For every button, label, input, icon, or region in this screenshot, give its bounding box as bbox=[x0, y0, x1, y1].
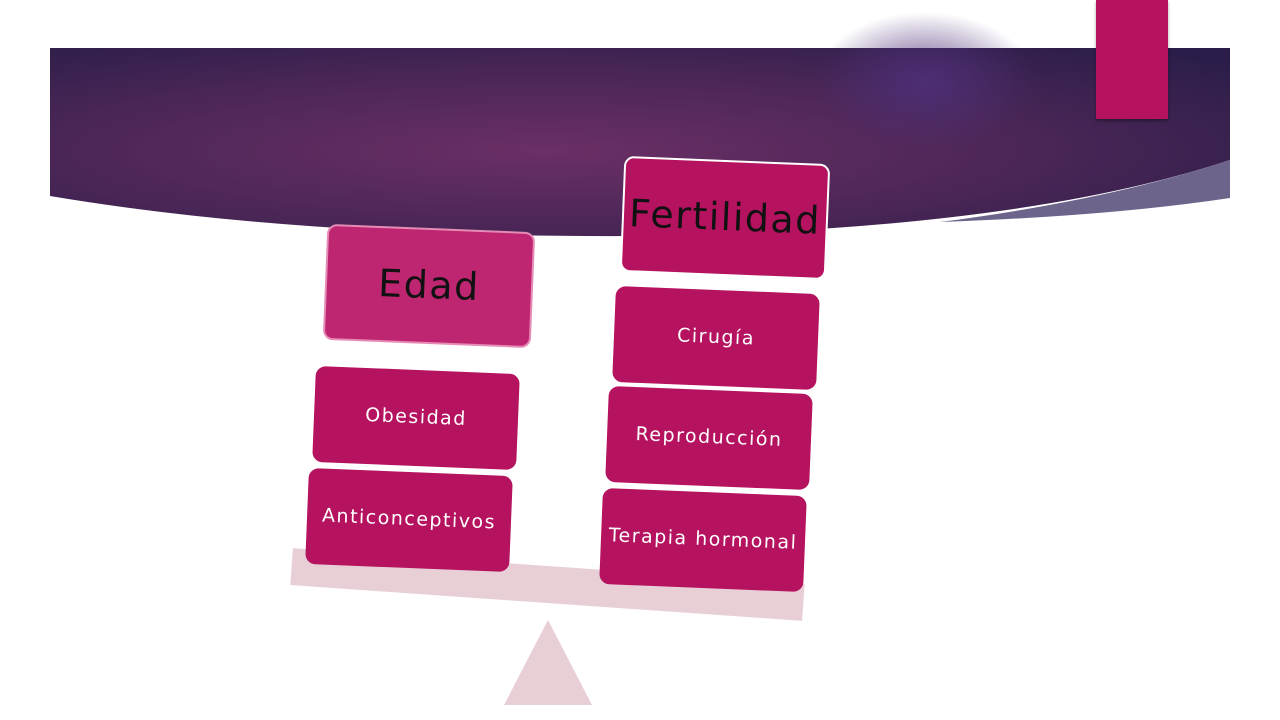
block-label: Reproducción bbox=[635, 423, 783, 452]
block-label: Cirugía bbox=[676, 324, 756, 350]
accent-tab bbox=[1096, 0, 1168, 119]
block-fertilidad: Fertilidad bbox=[619, 155, 831, 281]
block-obesidad: Obesidad bbox=[312, 365, 520, 471]
block-label: Terapia hormonal bbox=[608, 524, 798, 554]
block-edad: Edad bbox=[322, 223, 536, 349]
block-label: Anticonceptivos bbox=[321, 504, 497, 534]
block-label: Obesidad bbox=[364, 404, 468, 431]
banner-swoosh bbox=[940, 160, 1230, 222]
block-anticonceptivos: Anticonceptivos bbox=[305, 467, 513, 573]
block-label: Fertilidad bbox=[628, 191, 822, 243]
block-reproduccion: Reproducción bbox=[605, 385, 813, 491]
block-terapia-hormonal: Terapia hormonal bbox=[599, 487, 807, 593]
block-cirugia: Cirugía bbox=[612, 285, 820, 391]
block-label: Edad bbox=[377, 261, 481, 310]
